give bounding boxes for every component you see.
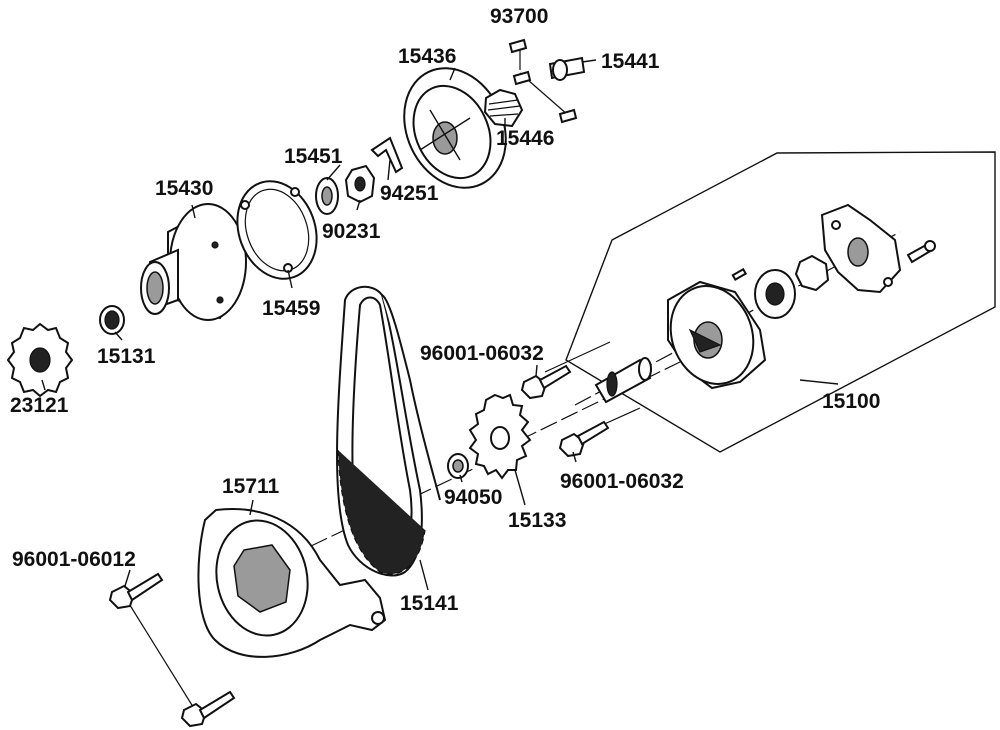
label-15436: 15436	[398, 45, 456, 68]
label-15141: 15141	[400, 592, 459, 615]
label-15441: 15441	[601, 50, 660, 73]
label-93700: 93700	[490, 5, 548, 28]
pump-inner-rotor-15100	[794, 254, 830, 292]
label-15100: 15100	[822, 390, 880, 413]
chain-15141	[336, 285, 441, 577]
gasket-15459	[236, 180, 318, 280]
label-96001-06032-bottom: 96001-06032	[560, 470, 684, 493]
label-15446: 15446	[496, 127, 554, 150]
pump-screw-15100	[906, 240, 936, 264]
label-23121: 23121	[10, 394, 69, 417]
label-90231: 90231	[322, 220, 381, 243]
housing-15430	[140, 203, 247, 321]
label-15430: 15430	[155, 177, 213, 200]
gear-23121	[6, 322, 74, 398]
nut-94050	[447, 453, 469, 479]
washer-15451	[315, 177, 339, 215]
shaft-15100	[594, 357, 652, 404]
bolts-96001-06012	[108, 572, 236, 728]
sprocket-15133	[468, 393, 532, 480]
leader-lines	[41, 59, 839, 591]
label-96001-06012: 96001-06012	[12, 548, 136, 571]
cover-15711	[197, 508, 387, 658]
bolt-15441	[548, 56, 586, 81]
label-15711: 15711	[222, 475, 280, 498]
label-94251: 94251	[380, 182, 439, 205]
assembly-bracket-15100	[565, 151, 996, 453]
bolts-96001-06032	[520, 364, 610, 458]
pump-rotor-15100	[731, 267, 796, 319]
nut-90231	[344, 164, 376, 204]
pin-94251	[370, 136, 404, 174]
pump-cover-15100	[820, 203, 902, 294]
pump-body-15100	[667, 280, 767, 390]
spring-15446	[483, 88, 524, 128]
rotor-15436	[403, 67, 507, 189]
label-15459: 15459	[262, 297, 320, 320]
label-15133: 15133	[508, 509, 566, 532]
label-15131: 15131	[97, 345, 156, 368]
label-15451: 15451	[284, 145, 343, 168]
screws-93700	[508, 38, 578, 124]
label-94050: 94050	[444, 486, 502, 509]
bearing-15131	[99, 305, 125, 335]
label-96001-06032-top: 96001-06032	[420, 342, 544, 365]
